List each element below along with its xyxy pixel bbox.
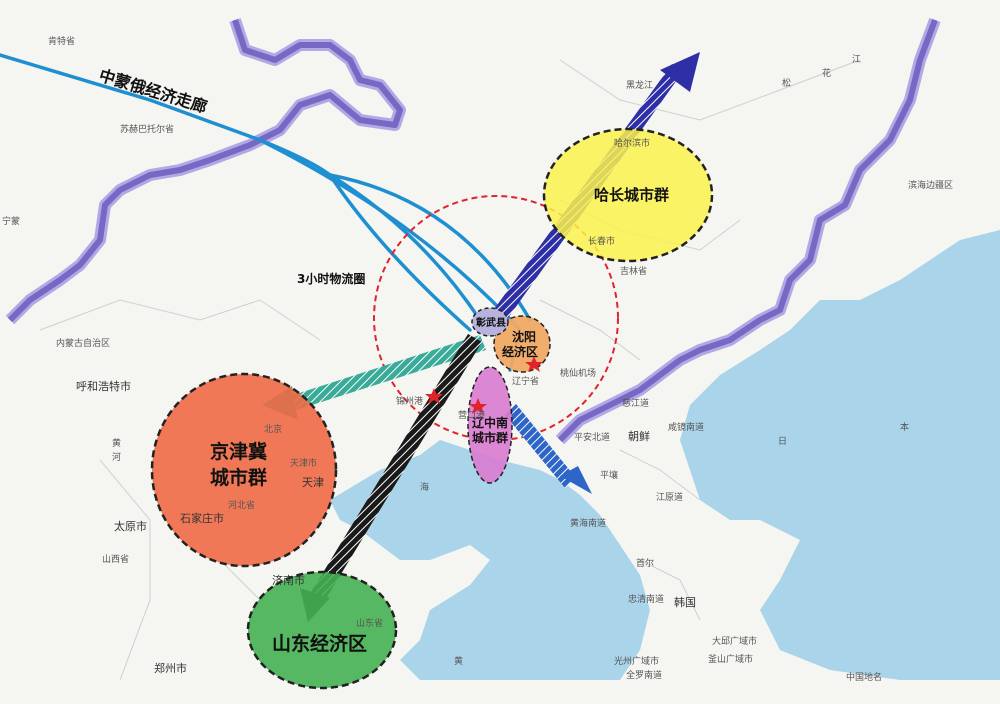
place-tianjin-small: 天津 (302, 476, 324, 489)
cluster-harbin-changchun (542, 127, 714, 263)
place-shanxi: 山西省 (102, 553, 129, 565)
place-pyongyang: 平壤 (600, 469, 618, 481)
place-bohai: 海 (420, 481, 429, 493)
logistics-circle-label: 3小时物流圈 (297, 271, 365, 286)
taoxian-label: 桃仙机场 (560, 367, 596, 379)
place-taiyuan: 太原市 (114, 519, 147, 533)
place-gwangju: 光州广域市 (614, 655, 659, 667)
corridor-branch-2 (328, 173, 482, 322)
corridor-lines (0, 53, 532, 372)
place-north-korea: 朝鲜 (628, 429, 650, 443)
place-daegu: 大邱广域市 (712, 635, 757, 647)
place-jinan: 济南市 (272, 573, 305, 587)
star-taoxian-icon (525, 356, 543, 372)
zhangwu-label: 彰武县 (476, 316, 506, 329)
place-tianjin: 天津市 (290, 457, 317, 469)
place-heilongjiang: 黑龙江 (626, 79, 653, 91)
place-sukhbaatar: 苏赫巴托尔省 (120, 123, 174, 135)
cluster-shandong (246, 570, 398, 690)
place-jeonnam: 全罗南道 (626, 669, 662, 681)
place-primorsky: 滨海边疆区 (908, 179, 953, 191)
shandong-label: 山东经济区 (272, 632, 367, 655)
node-zhangwu (471, 307, 509, 337)
cluster-jingjinji (150, 372, 338, 568)
liaozhongnan-label-2: 城市群 (472, 430, 508, 445)
place-hamgyong: 咸镜南道 (668, 421, 704, 433)
place-hwanghae: 黄海南道 (570, 517, 606, 529)
place-labels: 肯特省 苏赫巴托尔省 内蒙古自治区 呼和浩特市 太原市 山西省 郑州市 济南市 … (2, 35, 953, 683)
place-inner-mongolia: 内蒙古自治区 (56, 337, 110, 349)
place-other: 宁蒙 (2, 215, 20, 227)
place-yellow-river: 黄 (112, 437, 121, 449)
place-jilin: 吉林省 (620, 265, 647, 277)
sea-east (680, 230, 1000, 680)
star-yingkou-icon (469, 398, 487, 414)
place-songhua-2: 花 (822, 67, 831, 79)
place-shandong-prov: 山东省 (356, 617, 383, 629)
place-yellow-sea: 黄 (454, 655, 463, 667)
place-harbin: 哈尔滨市 (614, 137, 650, 149)
cluster-shenyang (493, 315, 551, 373)
jingjinji-label-2: 城市群 (210, 466, 267, 489)
sea-yellow-bohai (330, 440, 650, 680)
place-shijiazhuang: 石家庄市 (180, 511, 224, 525)
place-map-source: 中国地名 (846, 671, 882, 683)
place-hebei: 河北省 (228, 499, 255, 511)
star-jinzhou-icon (425, 388, 443, 404)
place-japan-sea-1: 日 (778, 436, 787, 447)
shenyang-label-1: 沈阳 (512, 329, 536, 344)
place-songhua-1: 松 (782, 77, 791, 89)
yingkou-label: 营口港 (458, 409, 485, 421)
shenyang-label-2: 经济区 (502, 344, 538, 359)
place-jagang: 慈江道 (622, 397, 649, 409)
place-kent: 肯特省 (48, 35, 75, 47)
place-chungnam: 忠清南道 (628, 593, 664, 605)
place-zhengzhou: 郑州市 (154, 661, 187, 675)
jinzhou-label: 锦州港 (396, 395, 423, 407)
place-hohhot: 呼和浩特市 (76, 379, 131, 393)
arrow-southeast-blue (505, 404, 592, 494)
place-japan-sea-2: 本 (900, 421, 909, 433)
liaozhongnan-label-1: 辽中南 (472, 415, 508, 430)
place-river-he: 河 (112, 451, 121, 463)
corridor-branch-3 (328, 173, 472, 332)
place-busan: 釜山广域市 (708, 653, 753, 665)
harbin-cluster-label: 哈长城市群 (594, 186, 669, 204)
place-south-korea: 韩国 (674, 595, 696, 609)
place-changchun: 长春市 (588, 235, 615, 247)
cluster-liaozhongnan (467, 366, 513, 484)
star-markers (425, 356, 543, 414)
place-songhua-3: 江 (852, 54, 861, 65)
place-pyongan-north: 平安北道 (574, 431, 610, 443)
place-gangwon: 江原道 (656, 491, 683, 503)
place-liaoning: 辽宁省 (512, 375, 539, 387)
national-border (5, 17, 941, 445)
place-beijing-small: 北京 (264, 423, 282, 435)
place-seoul: 首尔 (636, 557, 654, 569)
jingjinji-label-1: 京津冀 (210, 440, 267, 463)
